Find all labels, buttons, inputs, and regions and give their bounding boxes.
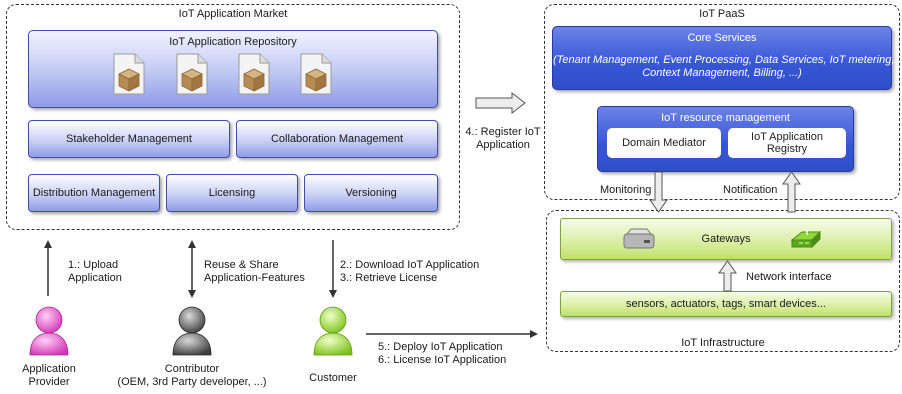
upload-label-1: 1.: Upload [68,259,119,271]
provider-label-1: Application [22,363,76,375]
app-package-icon [295,52,335,96]
market-title: IoT Application Market [178,8,288,20]
application-provider-label: Application Provider [4,363,94,389]
monitoring-arrow [649,171,668,213]
repository-title: IoT Application Repository [169,36,297,48]
register-label: 4.: Register IoT Application [458,126,548,152]
notification-label: Notification [723,184,778,196]
download-label: 2.: Download IoT Application 3.: Retriev… [340,259,479,285]
register-label-2: Application [476,139,530,151]
infrastructure-title: IoT Infrastructure [681,337,765,349]
distribution-management-box: Distribution Management [28,174,160,212]
reuse-share-label: Reuse & Share Application-Features [204,259,305,285]
registry-label-1: IoT Application [751,131,823,143]
hard-drive-icon [623,228,655,250]
domain-mediator-box: Domain Mediator [607,128,721,158]
collaboration-management-box: Collaboration Management [236,120,438,158]
notification-arrow [782,171,801,213]
devices-box: sensors, actuators, tags, smart devices.… [560,291,892,317]
deploy-label: 5.: Deploy IoT Application 6.: License I… [378,341,506,367]
app-package-icon [171,52,211,96]
gateways-box: Gateways [560,218,892,260]
contributor-label: Contributor (OEM, 3rd Party developer, .… [112,363,272,389]
app-package-icon [233,52,273,96]
download-label-1: 2.: Download IoT Application [340,259,480,271]
contributor-label-1: Contributor [164,363,220,375]
app-package-icon [108,52,148,96]
provider-label-2: Provider [28,376,70,388]
application-provider-person-icon [27,303,71,357]
contributor-person-icon [170,303,214,357]
register-label-1: 4.: Register IoT [465,126,541,138]
licensing-box: Licensing [166,174,298,212]
reuse-label-1: Reuse & Share [204,259,279,271]
deploy-label-1: 5.: Deploy IoT Application [378,341,503,353]
iot-application-registry-box: IoT Application Registry [728,128,846,158]
register-arrow [475,91,526,115]
monitoring-label: Monitoring [600,184,652,196]
iot-application-market-frame [6,4,460,230]
registry-label-2: Registry [766,143,808,155]
upload-label-2: Application [68,272,122,284]
paas-title: IoT PaaS [699,8,745,20]
customer-person-icon [311,303,355,357]
resource-management-title: IoT resource management [661,112,790,124]
upload-label: 1.: Upload Application [68,259,122,285]
iot-paas-frame [544,4,900,200]
iot-application-repository: IoT Application Repository [28,30,438,108]
network-interface-arrow [718,260,737,292]
deploy-label-2: 6.: License IoT Application [378,354,507,366]
customer-label: Customer [309,372,357,384]
core-services-box: Core Services (Tenant Management, Event … [552,26,895,90]
iot-infrastructure-frame [546,210,900,352]
core-services-title: Core Services [687,32,757,44]
core-services-detail-2: Context Management, Billing, ...) [642,67,802,79]
core-services-detail-1: (Tenant Management, Event Processing, Da… [553,54,895,66]
stakeholder-management-box: Stakeholder Management [28,120,230,158]
download-label-2: 3.: Retrieve License [340,272,438,284]
reuse-label-2: Application-Features [204,272,305,284]
network-interface-label: Network interface [746,271,832,283]
versioning-box: Versioning [304,174,438,212]
contributor-label-2: (OEM, 3rd Party developer, ...) [117,376,267,388]
network-device-icon [790,228,822,250]
